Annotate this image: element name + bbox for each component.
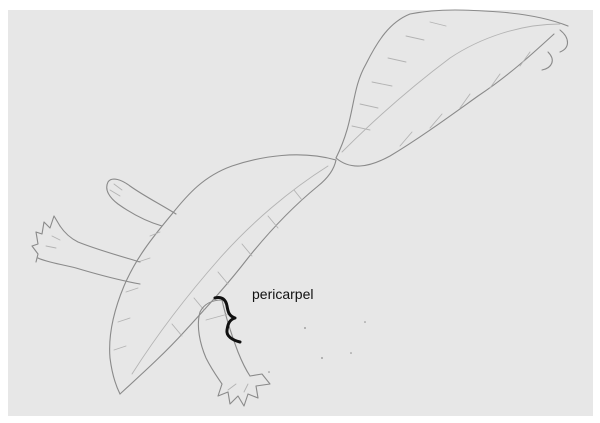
- paper-background: [8, 10, 593, 416]
- pericarpel-label: pericarpel: [252, 286, 313, 302]
